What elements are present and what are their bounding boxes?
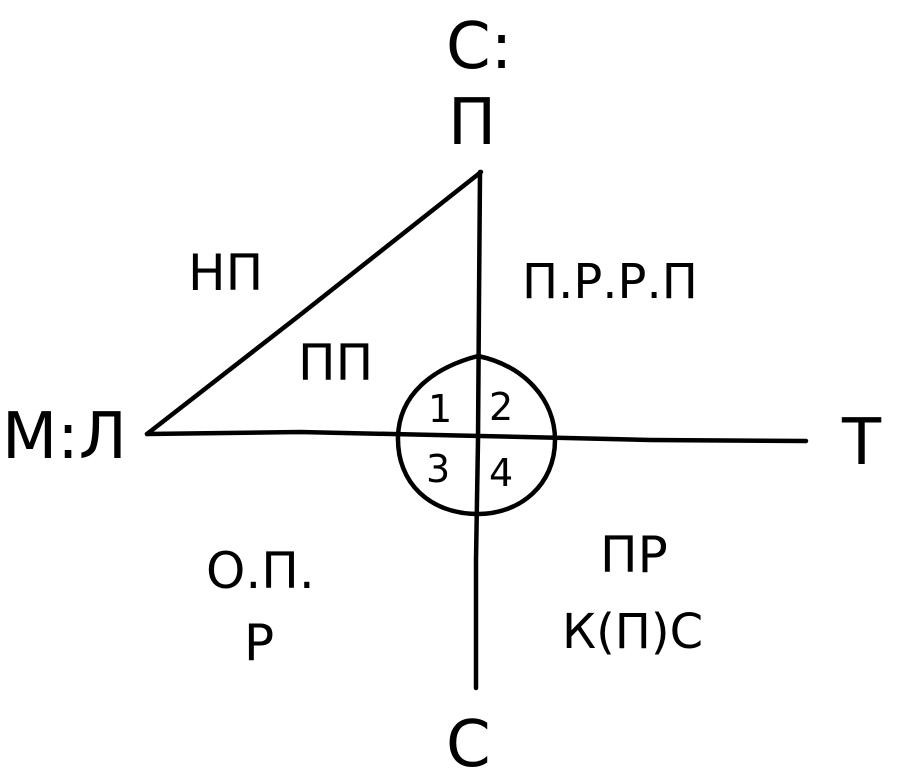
upper-right-label: П.Р.Р.П xyxy=(522,254,698,310)
quadrant-3-label: 3 xyxy=(426,447,450,491)
top-pole-label: П xyxy=(448,86,496,160)
top-marker-label: С: xyxy=(446,10,512,84)
vertical-axis xyxy=(473,169,483,691)
bottom-pole-label: С xyxy=(446,708,491,782)
central-circle xyxy=(395,353,558,517)
right-pole-label: Т xyxy=(841,406,882,480)
lower-left-label-line1: О.П. xyxy=(206,542,315,600)
quadrant-4-label: 4 xyxy=(489,451,513,495)
lower-right-label-line2: К(П)С xyxy=(562,604,703,660)
lower-right-label-line1: ПР xyxy=(600,526,668,584)
lower-left-label-line2: Р xyxy=(244,614,274,672)
left-pole-label: М:Л xyxy=(2,400,127,474)
triangle-hypotenuse xyxy=(144,169,484,437)
quadrant-1-label: 1 xyxy=(428,387,452,431)
quadrant-2-label: 2 xyxy=(489,385,513,429)
upper-left-inner-label: ПП xyxy=(298,334,373,392)
upper-left-outer-label: НП xyxy=(188,244,263,302)
horizontal-axis xyxy=(144,429,809,444)
